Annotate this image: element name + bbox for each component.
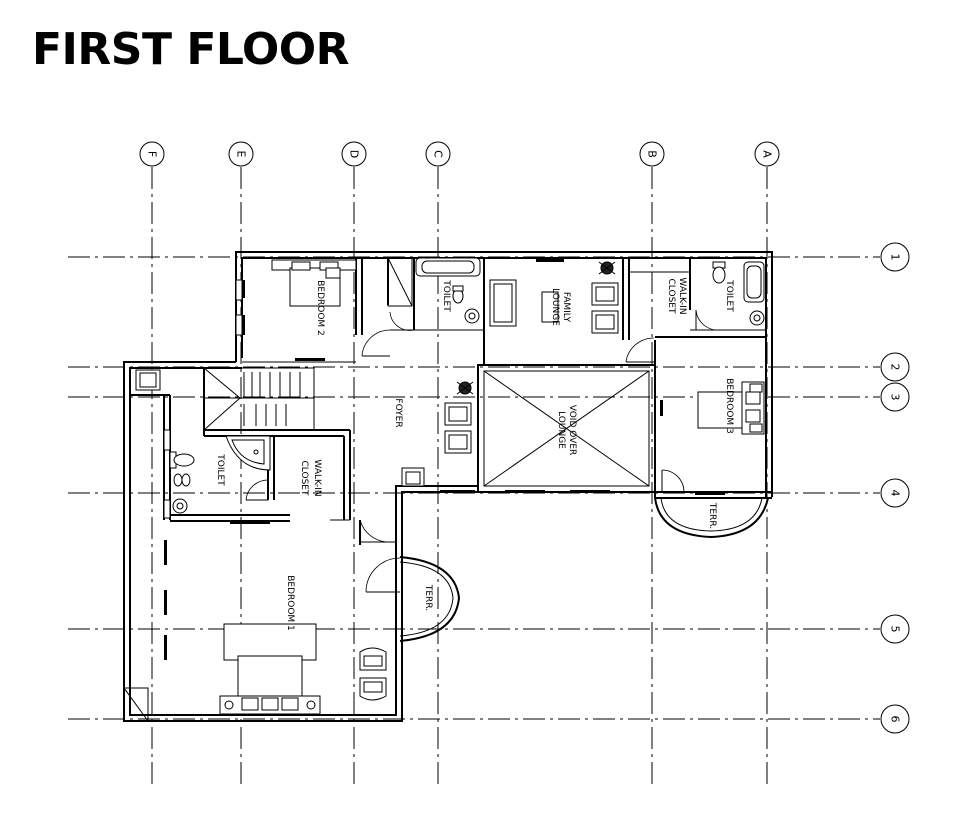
grid-label-c: C	[432, 150, 445, 158]
label-void-over-lounge-line2: LOUNGE	[556, 411, 566, 449]
grid-bubble-6: 6	[880, 704, 910, 734]
grid-bubble-b: B	[639, 141, 665, 167]
label-walkin-closet-left-line1: WALK-IN	[312, 459, 322, 496]
bathtub-top-right	[743, 261, 765, 326]
terrace-right	[654, 497, 769, 539]
grid-label-5: 5	[889, 626, 902, 633]
label-walkin-closet-left-line2: CLOSET	[299, 461, 309, 496]
label-toilet-top-right: TOILET	[724, 279, 734, 312]
label-void-over-lounge-line1: VOID OVER	[567, 405, 577, 456]
grid-label-1: 1	[889, 254, 902, 261]
grid-label-a: A	[761, 150, 774, 158]
label-toilet-left: TOILET	[215, 453, 225, 486]
label-terrace-right: TERR.	[707, 502, 717, 529]
grid-bubble-e: E	[228, 141, 254, 167]
grid-bubble-a: A	[754, 141, 780, 167]
grid-bubble-d: D	[341, 141, 367, 167]
grid-bubble-2: 2	[880, 352, 910, 382]
grid-bubble-1: 1	[880, 242, 910, 272]
label-bedroom-2: BEDROOM 2	[315, 280, 325, 336]
bed-bedroom-2	[271, 259, 357, 307]
label-walkin-closet-top-line1: WALK-IN	[677, 277, 687, 314]
grid-bubble-3: 3	[880, 382, 910, 412]
stair-treads	[203, 367, 301, 431]
grid-label-2: 2	[889, 364, 902, 371]
grid-bubble-4: 4	[880, 478, 910, 508]
bed-bedroom-1	[219, 623, 321, 715]
wall-hatch-marks	[123, 257, 725, 722]
shaft-box	[135, 369, 161, 391]
grid-label-f: F	[146, 151, 159, 157]
grid-label-e: E	[235, 151, 248, 158]
label-foyer: FOYER	[393, 398, 403, 427]
family-lounge-sofa	[489, 279, 517, 327]
label-bedroom-1: BEDROOM 1	[285, 575, 295, 631]
doors	[245, 309, 721, 593]
page-title: FIRST FLOOR	[32, 24, 350, 75]
grid-row-lines	[68, 256, 880, 720]
toilet-fixture-left	[169, 451, 195, 514]
window-markers	[163, 279, 243, 519]
corner-bathtub	[225, 435, 271, 471]
void-over-lounge-cross	[483, 370, 650, 487]
toilet-fixture-top-right	[712, 261, 726, 284]
toilet-fixture-top-left	[452, 285, 480, 324]
grid-label-d: D	[348, 150, 361, 158]
label-family-lounge-line2: LOUNGE	[550, 288, 560, 326]
foyer-plant-icon	[456, 381, 474, 395]
bedroom-1-armchairs	[359, 647, 387, 701]
label-family-lounge-line1: FAMILY	[561, 292, 571, 323]
grid-label-6: 6	[889, 716, 902, 723]
label-bedroom-3: BEDROOM 3	[724, 378, 734, 434]
label-toilet-top-left: TOILET	[441, 279, 451, 312]
grid-bubble-f: F	[139, 141, 165, 167]
family-lounge-armchairs	[541, 282, 619, 334]
outer-walls	[123, 251, 773, 722]
foyer-armchairs	[401, 402, 472, 487]
label-walkin-closet-top-line2: CLOSET	[666, 279, 676, 314]
grid-label-b: B	[646, 150, 659, 158]
bed-bedroom-3	[697, 381, 765, 435]
plant-icon	[598, 261, 616, 275]
bathtub-top-left	[415, 257, 481, 277]
grid-label-3: 3	[889, 394, 902, 401]
label-terrace-left: TERR.	[423, 584, 433, 611]
grid-bubble-5: 5	[880, 614, 910, 644]
room-labels: BEDROOM 2 TOILET FAMILY LOUNGE WALK-IN C…	[215, 277, 734, 630]
grid-bubble-c: C	[425, 141, 451, 167]
terrace-left	[399, 556, 461, 642]
grid-label-4: 4	[889, 490, 902, 497]
